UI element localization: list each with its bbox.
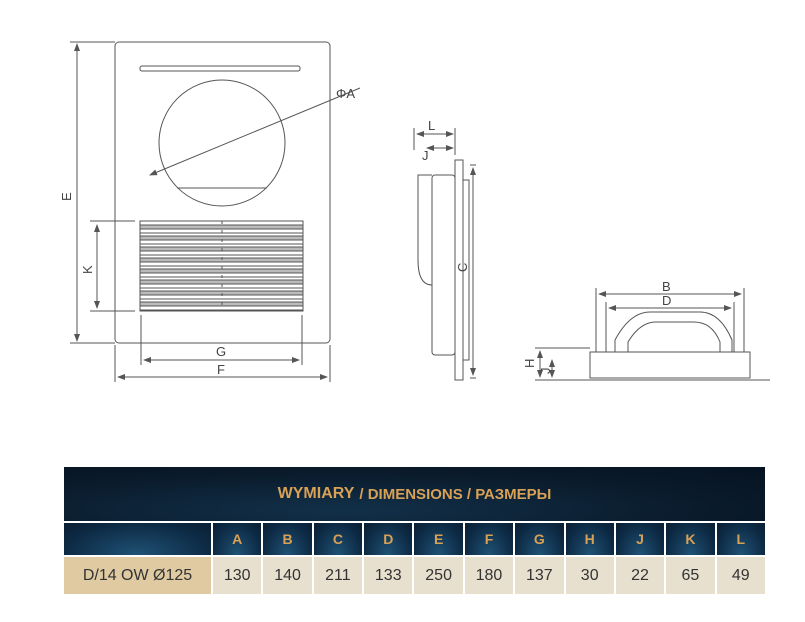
- label-c: C: [455, 263, 470, 272]
- column-header: B: [263, 523, 312, 555]
- label-h: H: [522, 359, 537, 368]
- value-cell: 137: [515, 557, 564, 594]
- column-header: A: [213, 523, 262, 555]
- value-cell: 65: [666, 557, 715, 594]
- side-view: L J C: [413, 118, 476, 381]
- value-cell: 180: [464, 557, 514, 594]
- label-j-side: J: [422, 148, 429, 163]
- value-cell: 30: [565, 557, 614, 594]
- value-cell: 130: [213, 557, 262, 594]
- title-rest: / DIMENSIONS / РАЗМЕРЫ: [359, 485, 552, 503]
- column-header: F: [464, 523, 514, 555]
- column-header: G: [515, 523, 564, 555]
- column-header: K: [666, 523, 715, 555]
- bottom-view: B D H J: [522, 279, 770, 381]
- column-header: E: [414, 523, 463, 555]
- value-cell: 133: [364, 557, 413, 594]
- column-header: D: [364, 523, 413, 555]
- louver-slat: [139, 279, 304, 285]
- label-k: K: [80, 265, 95, 274]
- louver-slat: [139, 224, 304, 230]
- louver-slat: [139, 268, 304, 274]
- column-header: L: [716, 523, 765, 555]
- label-j-bottom: J: [538, 368, 553, 375]
- value-cell: 49: [716, 557, 765, 594]
- model-cell: D/14 OW Ø125: [64, 557, 211, 594]
- column-header: C: [313, 523, 363, 555]
- front-view: ΦA E K G F: [59, 41, 361, 382]
- value-cell: 250: [414, 557, 463, 594]
- column-header: J: [615, 523, 665, 555]
- table-title: WYMIARY / DIMENSIONS / РАЗМЕРЫ: [64, 467, 765, 521]
- value-cell: 211: [313, 557, 363, 594]
- label-height-e: E: [59, 192, 74, 201]
- label-d: D: [662, 293, 671, 308]
- technical-drawing: ΦA E K G F L J C B D: [59, 41, 770, 382]
- label-b: B: [662, 279, 671, 294]
- title-main: WYMIARY: [277, 485, 355, 502]
- header-blank: [64, 523, 211, 555]
- label-f: F: [217, 362, 225, 377]
- value-cell: 140: [263, 557, 312, 594]
- label-diameter: ΦA: [336, 86, 355, 101]
- label-l: L: [428, 118, 435, 133]
- column-header: H: [565, 523, 614, 555]
- value-cell: 22: [615, 557, 665, 594]
- label-g: G: [216, 344, 226, 359]
